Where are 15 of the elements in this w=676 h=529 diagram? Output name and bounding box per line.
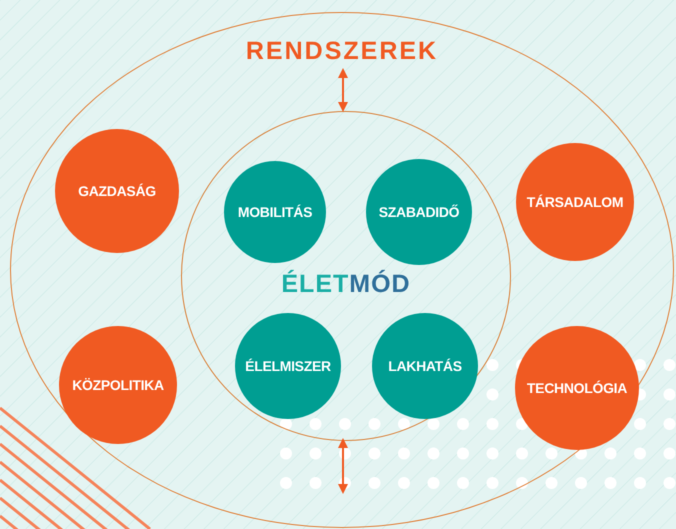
circle-label: KÖZPOLITIKA: [72, 378, 164, 392]
systems-heading: RENDSZEREK: [246, 39, 438, 64]
lifestyle-heading: ÉLET: [281, 272, 350, 297]
circle-label: TECHNOLÓGIA: [526, 381, 628, 395]
circle-label: ÉLELMISZER: [245, 359, 331, 373]
inner-circle: [181, 111, 511, 441]
circle-label: TÁRSADALOM: [526, 195, 624, 209]
circle-label: GAZDASÁG: [78, 184, 156, 198]
circle-label: MOBILITÁS: [238, 205, 312, 219]
lifestyle-heading: MÓD: [349, 272, 411, 297]
double-arrow: [338, 438, 348, 494]
double-arrow: [338, 68, 348, 112]
outer-ellipse: [10, 12, 674, 528]
circle-label: SZABADIDŐ: [378, 205, 460, 219]
circle-label: LAKHATÁS: [388, 359, 462, 373]
